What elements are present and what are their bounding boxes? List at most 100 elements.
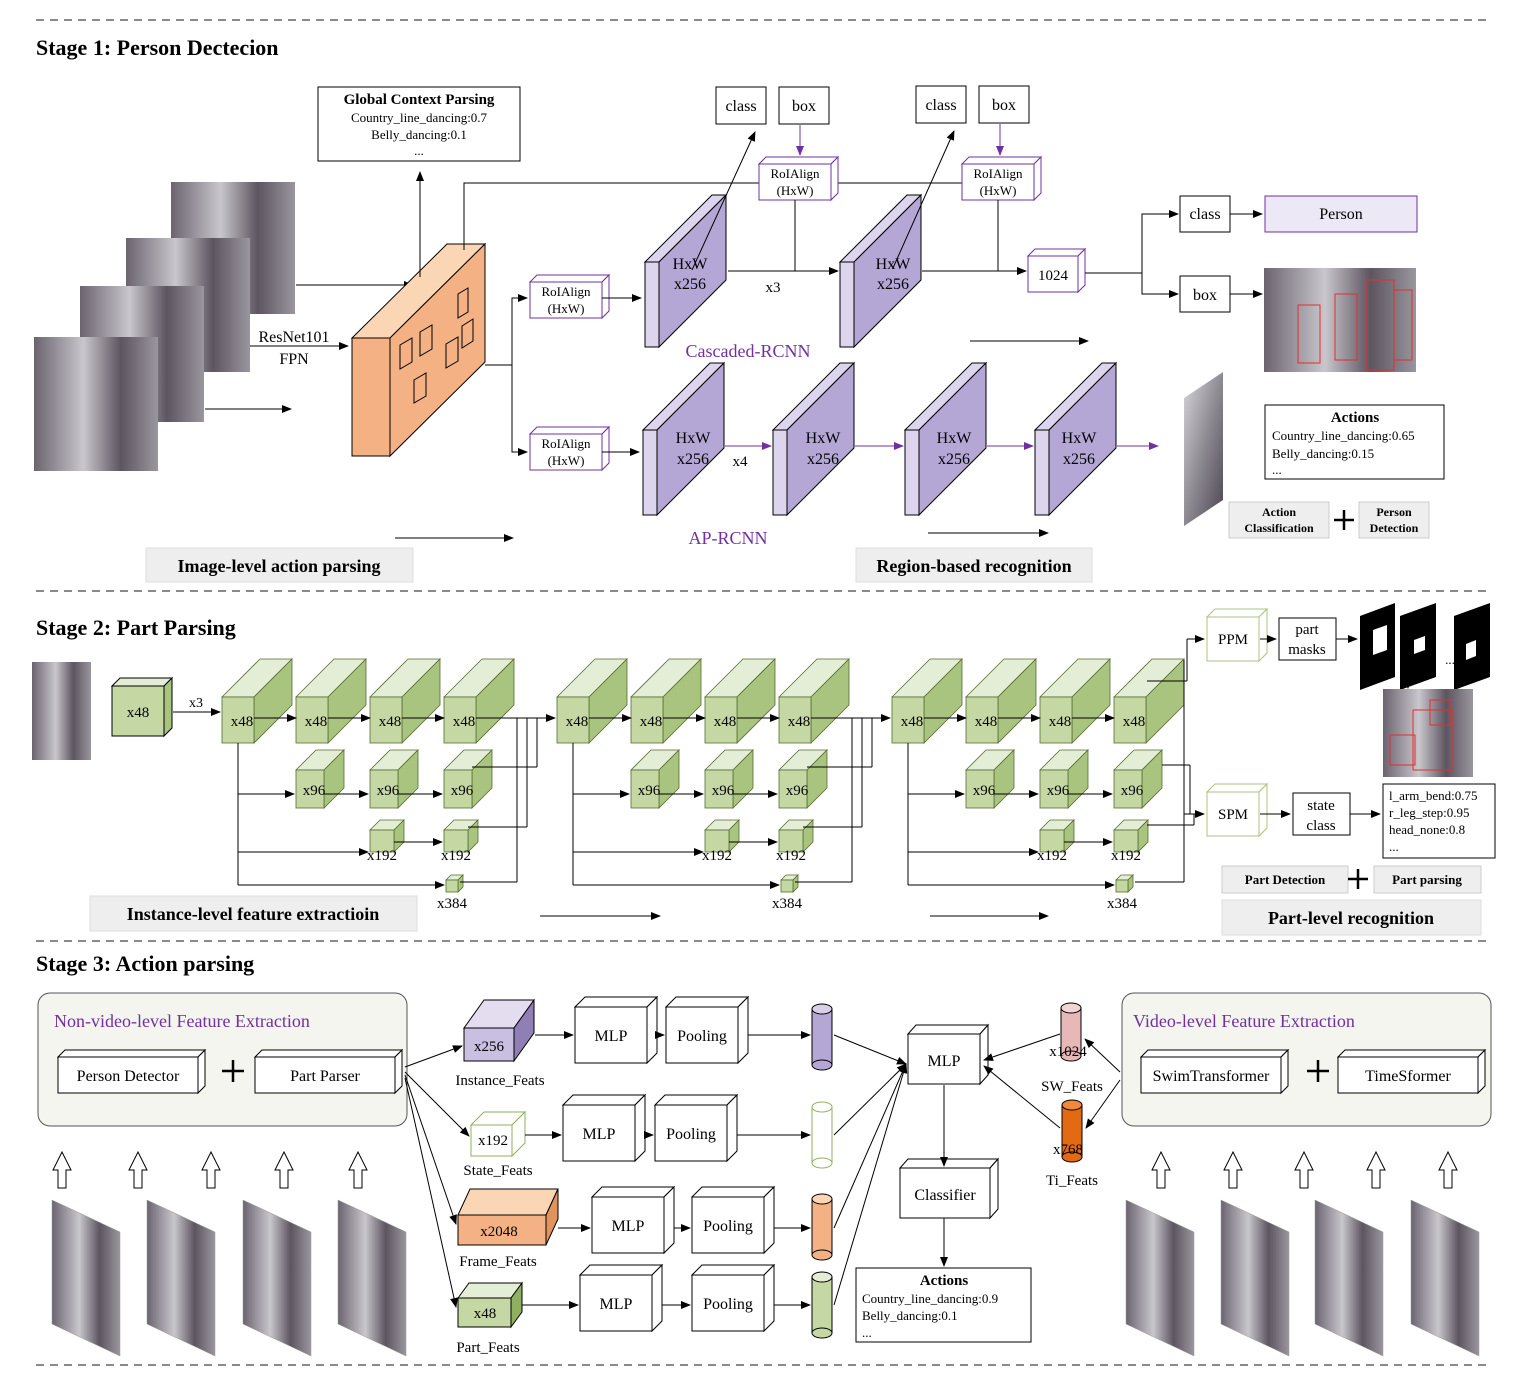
svg-text:Image-level action parsing: Image-level action parsing bbox=[178, 556, 381, 576]
pooling-box-instance: Pooling bbox=[664, 995, 750, 1065]
part-feats-block: x48 Part_Feats bbox=[456, 1281, 523, 1356]
svg-text:x96: x96 bbox=[377, 783, 400, 799]
ap-rcnn-block-2: HxW x256 bbox=[771, 361, 856, 517]
part-level-label-box: Part-level recognition bbox=[1221, 899, 1482, 936]
feature-cube-null bbox=[369, 819, 405, 853]
svg-text:x48: x48 bbox=[231, 714, 254, 730]
svg-text:Actions: Actions bbox=[920, 1273, 968, 1289]
svg-text:x192: x192 bbox=[702, 848, 732, 864]
svg-text:x96: x96 bbox=[451, 783, 474, 799]
svg-text:SPM: SPM bbox=[1218, 807, 1248, 823]
svg-text:x192: x192 bbox=[776, 848, 806, 864]
svg-text:x48: x48 bbox=[788, 714, 811, 730]
svg-text:HxW: HxW bbox=[676, 430, 712, 447]
svg-text:Belly_dancing:0.1: Belly_dancing:0.1 bbox=[862, 1308, 958, 1323]
svg-text:x48: x48 bbox=[975, 714, 998, 730]
feature-cube-null bbox=[445, 874, 464, 893]
svg-text:Pooling: Pooling bbox=[703, 1296, 753, 1313]
person-crop-image bbox=[1184, 372, 1223, 526]
video-frames bbox=[51, 1150, 1480, 1357]
svg-text:x48: x48 bbox=[1049, 714, 1072, 730]
cascaded-block-2: HxW x256 bbox=[838, 193, 923, 349]
cascaded-rcnn-label: Cascaded-RCNN bbox=[686, 341, 811, 361]
svg-text:Pooling: Pooling bbox=[677, 1028, 727, 1045]
svg-text:x256: x256 bbox=[1063, 451, 1095, 468]
fpn-feature-block bbox=[350, 242, 487, 458]
svg-text:head_none:0.8: head_none:0.8 bbox=[1389, 822, 1465, 837]
roialign-label: RoIAlign bbox=[541, 436, 591, 451]
feature-cube-x48: x48 bbox=[1113, 658, 1185, 744]
svg-text:masks: masks bbox=[1288, 642, 1326, 658]
stage1-title: Stage 1: Person Dectecion bbox=[36, 35, 279, 60]
resnet-label: ResNet101 bbox=[258, 329, 329, 346]
svg-text:Pooling: Pooling bbox=[703, 1218, 753, 1235]
svg-text:Instance_Feats: Instance_Feats bbox=[455, 1073, 544, 1089]
ap-rcnn-label: AP-RCNN bbox=[688, 528, 767, 548]
feature-cylinder-frame bbox=[811, 1193, 833, 1261]
svg-text:Part_Feats: Part_Feats bbox=[456, 1340, 519, 1356]
feature-cube-x96: x96 bbox=[295, 749, 345, 809]
svg-text:state: state bbox=[1307, 798, 1335, 814]
class-box-top-2: class bbox=[915, 85, 967, 124]
box-box-top-2: box bbox=[978, 85, 1030, 124]
part-detection-tag: Part Detection bbox=[1221, 865, 1349, 894]
svg-text:Pooling: Pooling bbox=[666, 1126, 716, 1143]
svg-text:x1024: x1024 bbox=[1049, 1044, 1087, 1060]
plus-sign-stage3b bbox=[1307, 1060, 1329, 1082]
center-mlp-box: MLP bbox=[906, 1023, 990, 1086]
svg-text:Country_line_dancing:0.9: Country_line_dancing:0.9 bbox=[862, 1291, 998, 1306]
svg-text:class: class bbox=[1189, 206, 1220, 223]
x4-label: x4 bbox=[733, 454, 749, 470]
state-feats-block: x192 State_Feats bbox=[463, 1110, 533, 1179]
feature-cube-x96: x96 bbox=[1039, 749, 1089, 809]
svg-text:x384: x384 bbox=[772, 896, 803, 912]
svg-text:HxW: HxW bbox=[673, 256, 709, 273]
frame-feats-block: x2048 Frame_Feats bbox=[457, 1188, 559, 1270]
svg-text:class: class bbox=[925, 97, 956, 114]
part-parser-box: Part Parser bbox=[253, 1048, 404, 1095]
roialign-box-2: RoIAlign (HxW) bbox=[528, 425, 611, 472]
pooling-box-state: Pooling bbox=[653, 1093, 739, 1163]
feature-cube-x48: x48 bbox=[630, 658, 702, 744]
svg-text:Detection: Detection bbox=[1370, 521, 1419, 535]
svg-text:x96: x96 bbox=[1047, 783, 1070, 799]
feature-cube-x96: x96 bbox=[1113, 749, 1163, 809]
svg-text:x256: x256 bbox=[677, 451, 709, 468]
svg-text:SwimTransformer: SwimTransformer bbox=[1153, 1068, 1270, 1085]
separator-lines bbox=[36, 19, 1490, 1366]
svg-text:x256: x256 bbox=[877, 276, 909, 293]
person-detector-box: Person Detector bbox=[56, 1048, 207, 1095]
feature-cube-x48: x48 bbox=[369, 658, 441, 744]
image-level-label-box: Image-level action parsing bbox=[145, 547, 414, 583]
feature-cylinder-instance bbox=[811, 1003, 833, 1071]
svg-text:x48: x48 bbox=[305, 714, 328, 730]
svg-text:x96: x96 bbox=[712, 783, 735, 799]
svg-text:box: box bbox=[792, 98, 816, 115]
svg-text:part: part bbox=[1295, 622, 1319, 638]
svg-text:MLP: MLP bbox=[612, 1218, 645, 1235]
person-detection-tag: Person Detection bbox=[1358, 501, 1430, 539]
gcp-line2: Belly_dancing:0.1 bbox=[371, 127, 467, 142]
gcp-line3: ... bbox=[414, 143, 424, 158]
svg-text:x48: x48 bbox=[127, 705, 150, 721]
feature-cube-x48: x48 bbox=[221, 658, 293, 744]
feature-cube-x96: x96 bbox=[369, 749, 419, 809]
ppm-box: PPM bbox=[1205, 607, 1269, 663]
svg-text:class: class bbox=[725, 98, 756, 115]
svg-text:Ti_Feats: Ti_Feats bbox=[1046, 1173, 1098, 1189]
svg-text:r_leg_step:0.95: r_leg_step:0.95 bbox=[1389, 805, 1470, 820]
roialign-size: (HxW) bbox=[548, 453, 585, 468]
svg-text:x256: x256 bbox=[474, 1039, 505, 1055]
feature-cube-x48: x48 bbox=[295, 658, 367, 744]
svg-text:x256: x256 bbox=[938, 451, 970, 468]
feature-cube-x96: x96 bbox=[704, 749, 754, 809]
fpn-label: FPN bbox=[279, 351, 309, 368]
roialign-label: RoIAlign bbox=[770, 166, 820, 181]
instance-level-label-box: Instance-level feature extractioin bbox=[89, 895, 418, 932]
svg-text:Action: Action bbox=[1262, 505, 1296, 519]
roialign-label: RoIAlign bbox=[541, 284, 591, 299]
svg-text:TimeSformer: TimeSformer bbox=[1365, 1068, 1451, 1085]
feature-cube-null bbox=[704, 819, 740, 853]
